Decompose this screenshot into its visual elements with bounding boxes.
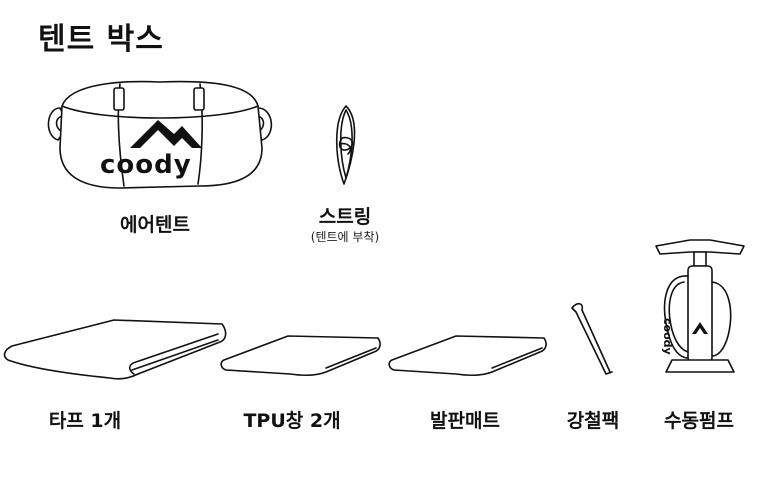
- string-label: 스트링: [318, 206, 372, 228]
- hand-pump-brand: coody: [661, 318, 674, 355]
- air-tent-label: 에어텐트: [120, 214, 190, 236]
- hand-pump-label: 수동펌프: [664, 410, 734, 432]
- steel-peg-label: 강철팩: [566, 410, 620, 432]
- hand-pump-image: [655, 239, 745, 373]
- air-tent-image: [47, 80, 273, 189]
- string-image: [335, 105, 356, 185]
- foot-mat-image: [388, 335, 547, 377]
- steel-peg-image: [571, 302, 613, 375]
- tpu-window-label: TPU창 2개: [243, 410, 341, 432]
- page-title: 텐트 박스: [38, 22, 164, 57]
- string-note: (텐트에 부착): [310, 230, 380, 244]
- tarp-image: [3, 319, 227, 380]
- tpu-window-image: [220, 335, 381, 377]
- foot-mat-label: 발판매트: [430, 410, 500, 432]
- air-tent-brand: coody: [100, 150, 192, 180]
- tarp-label: 타프 1개: [48, 410, 122, 432]
